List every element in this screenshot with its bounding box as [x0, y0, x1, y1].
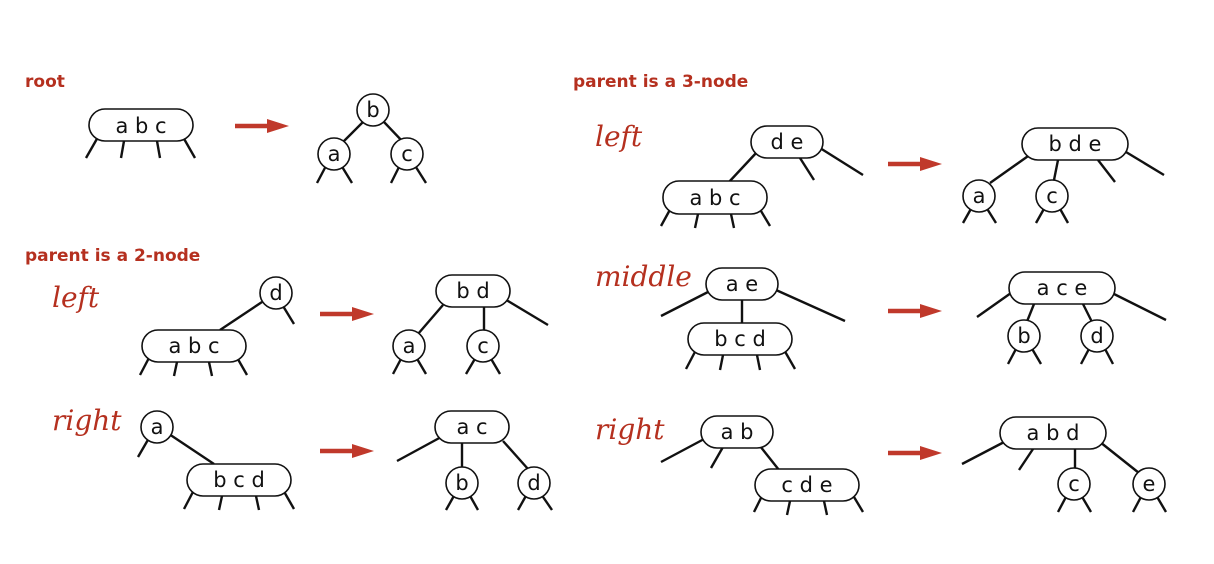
node-c	[466, 329, 500, 363]
node-b	[356, 93, 390, 127]
node-key: c	[477, 334, 489, 358]
node-ae	[705, 267, 779, 301]
node-key: a	[973, 184, 986, 208]
node-key: c	[1068, 472, 1080, 496]
node-bcd	[687, 322, 793, 356]
transform-arrow-p3-left	[888, 157, 942, 171]
case-label-p3-middle: middle	[595, 260, 692, 293]
transform-arrow-p2-left	[320, 307, 374, 321]
node-key: a b d	[1027, 421, 1080, 445]
p3-right-after-tree: a b d c e	[961, 416, 1168, 513]
node-key: b	[366, 98, 379, 122]
p3-left-after-tree: b d e a c	[961, 127, 1165, 224]
node-key: c	[401, 142, 413, 166]
node-key: a	[151, 415, 164, 439]
node-key: c d e	[781, 473, 832, 497]
node-b	[1007, 319, 1041, 353]
node-key: a c	[456, 415, 487, 439]
node-ac	[434, 410, 510, 444]
node-bcd	[186, 463, 292, 497]
p3-right-before-tree: a b c d e	[660, 415, 865, 516]
node-key: a b	[721, 420, 754, 444]
node-key: e	[1143, 472, 1156, 496]
node-key: b	[1017, 324, 1030, 348]
transform-arrow-root	[235, 119, 289, 133]
node-de	[750, 125, 824, 159]
node-cde	[754, 468, 860, 502]
node-bd	[435, 274, 511, 308]
transform-arrow-p3-right	[888, 446, 942, 460]
root-before-tree: a b c	[84, 108, 197, 159]
node-key: b d e	[1049, 132, 1102, 156]
node-abc	[141, 329, 247, 363]
case-label-p3-left: left	[595, 120, 643, 153]
node-c	[1057, 467, 1091, 501]
case-label-p2-right: right	[52, 404, 122, 437]
node-a	[140, 410, 174, 444]
node-key: d e	[771, 130, 804, 154]
node-key: a	[328, 142, 341, 166]
p3-left-before-tree: d e a b c	[659, 125, 864, 229]
node-key: a e	[726, 272, 758, 296]
node-d	[517, 466, 551, 500]
node-d	[259, 276, 293, 310]
node-key: c	[1046, 184, 1058, 208]
node-b	[445, 466, 479, 500]
node-key: b c d	[213, 468, 265, 492]
node-c	[390, 137, 424, 171]
p2-left-before-tree: d a b c	[138, 276, 296, 377]
node-key: a b c	[689, 186, 740, 210]
node-a	[962, 179, 996, 213]
node-a	[317, 137, 351, 171]
transform-arrow-p2-right	[320, 444, 374, 458]
node-abd	[999, 416, 1107, 450]
case-label-p2-left: left	[52, 281, 100, 314]
case-label-p3-right: right	[595, 413, 665, 446]
node-bde	[1021, 127, 1129, 161]
node-a	[392, 329, 426, 363]
node-e	[1132, 467, 1166, 501]
node-key: a b c	[115, 114, 166, 138]
heading-parent-3-node: parent is a 3-node	[573, 72, 748, 92]
p3-middle-before-tree: a e b c d	[660, 267, 846, 371]
node-abc	[662, 180, 768, 215]
node-ab	[700, 415, 774, 449]
p2-right-after-tree: a c b d	[396, 410, 553, 511]
node-key: b c d	[714, 327, 766, 351]
root-after-tree: b a c	[315, 93, 428, 184]
p3-middle-after-tree: a c e b d	[976, 271, 1167, 365]
node-d	[1080, 319, 1114, 353]
node-key: a c e	[1037, 276, 1088, 300]
node-key: d	[527, 471, 540, 495]
node-key: d	[269, 281, 282, 305]
node-key: a b c	[168, 334, 219, 358]
node-key: b d	[456, 279, 489, 303]
transform-arrow-p3-middle	[888, 304, 942, 318]
node-key: d	[1090, 324, 1103, 348]
node-abc	[88, 108, 194, 142]
heading-parent-2-node: parent is a 2-node	[25, 246, 200, 266]
node-ace	[1008, 271, 1116, 305]
p2-right-before-tree: a b c d	[136, 410, 296, 511]
p2-left-after-tree: b d a c	[391, 274, 549, 375]
heading-root: root	[25, 72, 65, 92]
node-c	[1035, 179, 1069, 213]
node-key: b	[455, 471, 468, 495]
node-key: a	[403, 334, 416, 358]
